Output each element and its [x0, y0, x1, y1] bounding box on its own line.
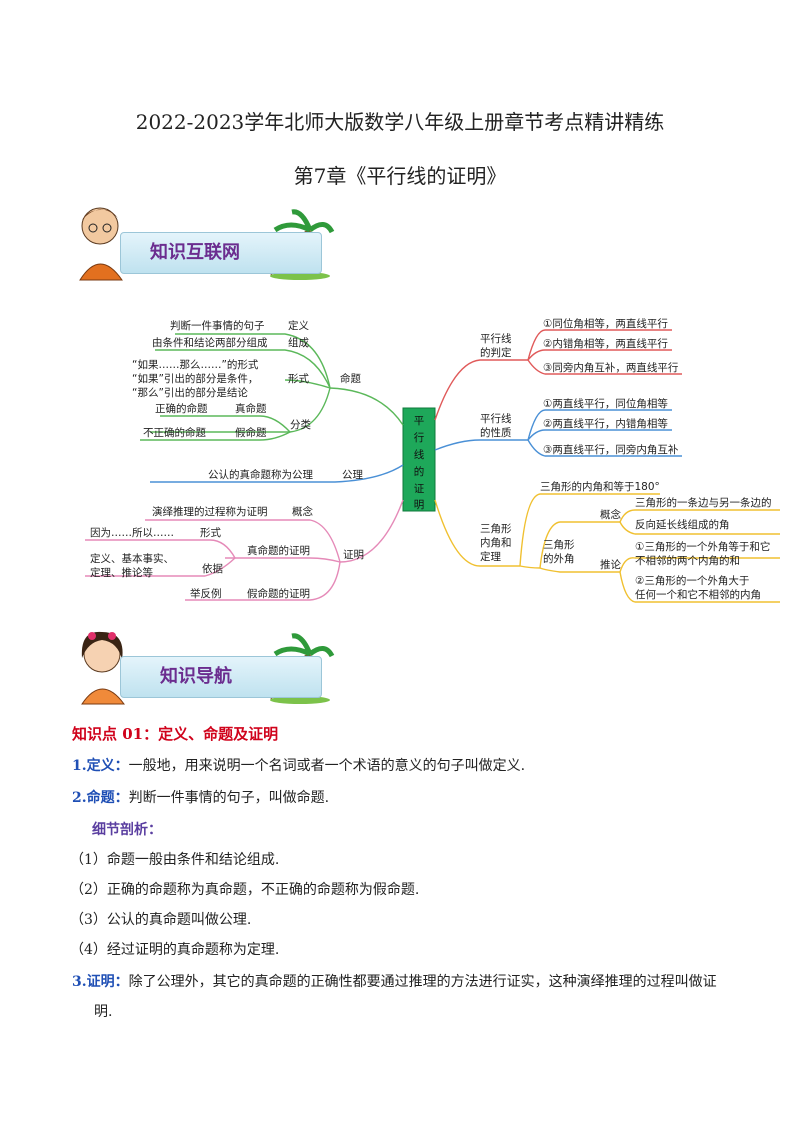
node-proof-concept-text: 演绎推理的过程称为证明	[152, 505, 268, 518]
node-inference-line: ②三角形的一个外角大于	[635, 574, 749, 587]
node-proof: 证明	[343, 549, 364, 561]
document-title: 2022-2023学年北师大版数学八年级上册章节考点精讲精练	[135, 110, 665, 134]
node-proof-basis: 依据	[202, 562, 223, 575]
detail-item: （3）公认的真命题叫做公理.	[70, 912, 252, 928]
proof-label: 3.证明：	[72, 974, 129, 990]
node-property-item: ②两直线平行，内错角相等	[543, 417, 668, 430]
node-triangle-theorem: 定理	[480, 550, 501, 563]
node-property: 的性质	[480, 426, 512, 439]
proposition-text: 判断一件事情的句子，叫做命题.	[128, 790, 330, 806]
node-definition: 定义	[288, 319, 309, 332]
node-counterexample: 举反例	[190, 587, 222, 600]
paragraph-definition: 1.定义：一般地，用来说明一个名词或者一个术语的意义的句子叫做定义.	[72, 756, 525, 776]
node-definition-text: 判断一件事情的句子	[170, 319, 265, 332]
node-proposition: 命题	[340, 372, 361, 385]
node-exterior-angle: 的外角	[543, 552, 575, 565]
node-false-proof: 假命题的证明	[247, 587, 310, 600]
mindmap-center-char: 的	[414, 465, 425, 478]
node-proof-concept: 概念	[292, 505, 313, 518]
node-true-proof: 真命题的证明	[247, 544, 310, 557]
node-axiom-text: 公认的真命题称为公理	[208, 468, 313, 481]
node-judgement: 平行线	[480, 332, 512, 345]
node-exterior-concept-line: 反向延长线组成的角	[635, 518, 730, 531]
mind-map: 平 行 线 的 证 明 命题 定义 判断一件事情的句子 组成 由条件和结论两部分…	[85, 317, 780, 603]
node-axiom: 公理	[342, 469, 363, 481]
node-judgement-item: ②内错角相等，两直线平行	[543, 337, 668, 350]
teacher-illustration	[79, 207, 335, 281]
banner-band	[120, 656, 322, 698]
node-judgement-item: ①同位角相等，两直线平行	[543, 317, 668, 330]
proposition-label: 2.命题：	[72, 790, 129, 806]
proof-text-continued: 明.	[94, 1004, 113, 1020]
node-form-line: “如果……那么……”的形式	[132, 358, 259, 371]
node-proof-form: 形式	[200, 526, 221, 539]
node-judgement-item: ③同旁内角互补，两直线平行	[543, 361, 679, 374]
node-proof-form-text: 因为……所以……	[90, 527, 174, 539]
node-proof-basis-line: 定理、推论等	[90, 566, 153, 579]
mindmap-center-char: 明	[414, 499, 425, 511]
node-inference-line: ①三角形的一个外角等于和它	[635, 540, 770, 553]
banner-title: 知识导航	[160, 666, 232, 687]
banner-knowledge-network: 知识互联网	[70, 200, 335, 281]
node-composition-text: 由条件和结论两部分组成	[152, 336, 268, 349]
chapter-title: 第7章《平行线的证明》	[293, 164, 507, 188]
node-property-item: ③两直线平行，同旁内角互补	[543, 443, 679, 456]
node-exterior-inference: 推论	[600, 558, 621, 571]
node-exterior-concept: 概念	[600, 508, 621, 521]
paragraph-proof: 3.证明：除了公理外，其它的真命题的正确性都要通过推理的方法进行证实，这种演绎推…	[72, 972, 752, 992]
knowledge-point-heading: 知识点 01：定义、命题及证明	[72, 725, 279, 743]
node-exterior-angle: 三角形	[543, 539, 575, 551]
node-form-line: “那么”引出的部分是结论	[132, 386, 248, 399]
node-classification: 分类	[290, 418, 311, 431]
mindmap-center-char: 证	[414, 483, 425, 495]
node-property: 平行线	[480, 412, 512, 425]
detail-item: （4）经过证明的真命题称为定理.	[70, 942, 280, 958]
node-false-proposition: 假命题	[235, 426, 267, 439]
detail-item: （2）正确的命题称为真命题，不正确的命题称为假命题.	[70, 882, 420, 898]
node-inference-line: 任何一个和它不相邻的内角	[635, 588, 761, 601]
paragraph-proposition: 2.命题：判断一件事情的句子，叫做命题.	[72, 788, 329, 808]
node-true-proposition: 真命题	[235, 402, 267, 415]
mindmap-center-char: 平	[414, 415, 425, 427]
node-form: 形式	[288, 372, 309, 385]
node-triangle-sum: 三角形的内角和等于180°	[540, 480, 660, 493]
banner-title: 知识互联网	[150, 242, 240, 263]
node-property-item: ①两直线平行，同位角相等	[543, 397, 668, 410]
banner-band	[120, 232, 322, 274]
mindmap-center-char: 线	[414, 448, 425, 461]
detail-item: （1）命题一般由条件和结论组成.	[70, 852, 280, 868]
node-form-line: “如果”引出的部分是条件，	[132, 372, 258, 385]
definition-label: 1.定义：	[72, 758, 129, 774]
mindmap-center-char: 行	[414, 431, 425, 444]
banner-knowledge-nav: 知识导航	[70, 624, 335, 705]
node-judgement: 的判定	[480, 346, 512, 359]
node-false-text: 不正确的命题	[143, 426, 206, 439]
node-composition: 组成	[288, 336, 309, 349]
mindmap-center-box	[402, 407, 436, 512]
detail-heading: 细节剖析：	[92, 822, 162, 838]
proof-text: 除了公理外，其它的真命题的正确性都要通过推理的方法进行证实，这种演绎推理的过程叫…	[128, 974, 717, 990]
node-true-text: 正确的命题	[155, 402, 208, 415]
node-exterior-concept-line: 三角形的一条边与另一条边的	[635, 496, 772, 509]
node-triangle-theorem: 内角和	[480, 536, 512, 549]
node-inference-line: 不相邻的两个内角的和	[635, 554, 740, 567]
definition-text: 一般地，用来说明一个名词或者一个术语的意义的句子叫做定义.	[128, 758, 526, 774]
node-proof-basis-line: 定义、基本事实、	[90, 552, 174, 565]
node-triangle-theorem: 三角形	[480, 523, 512, 535]
